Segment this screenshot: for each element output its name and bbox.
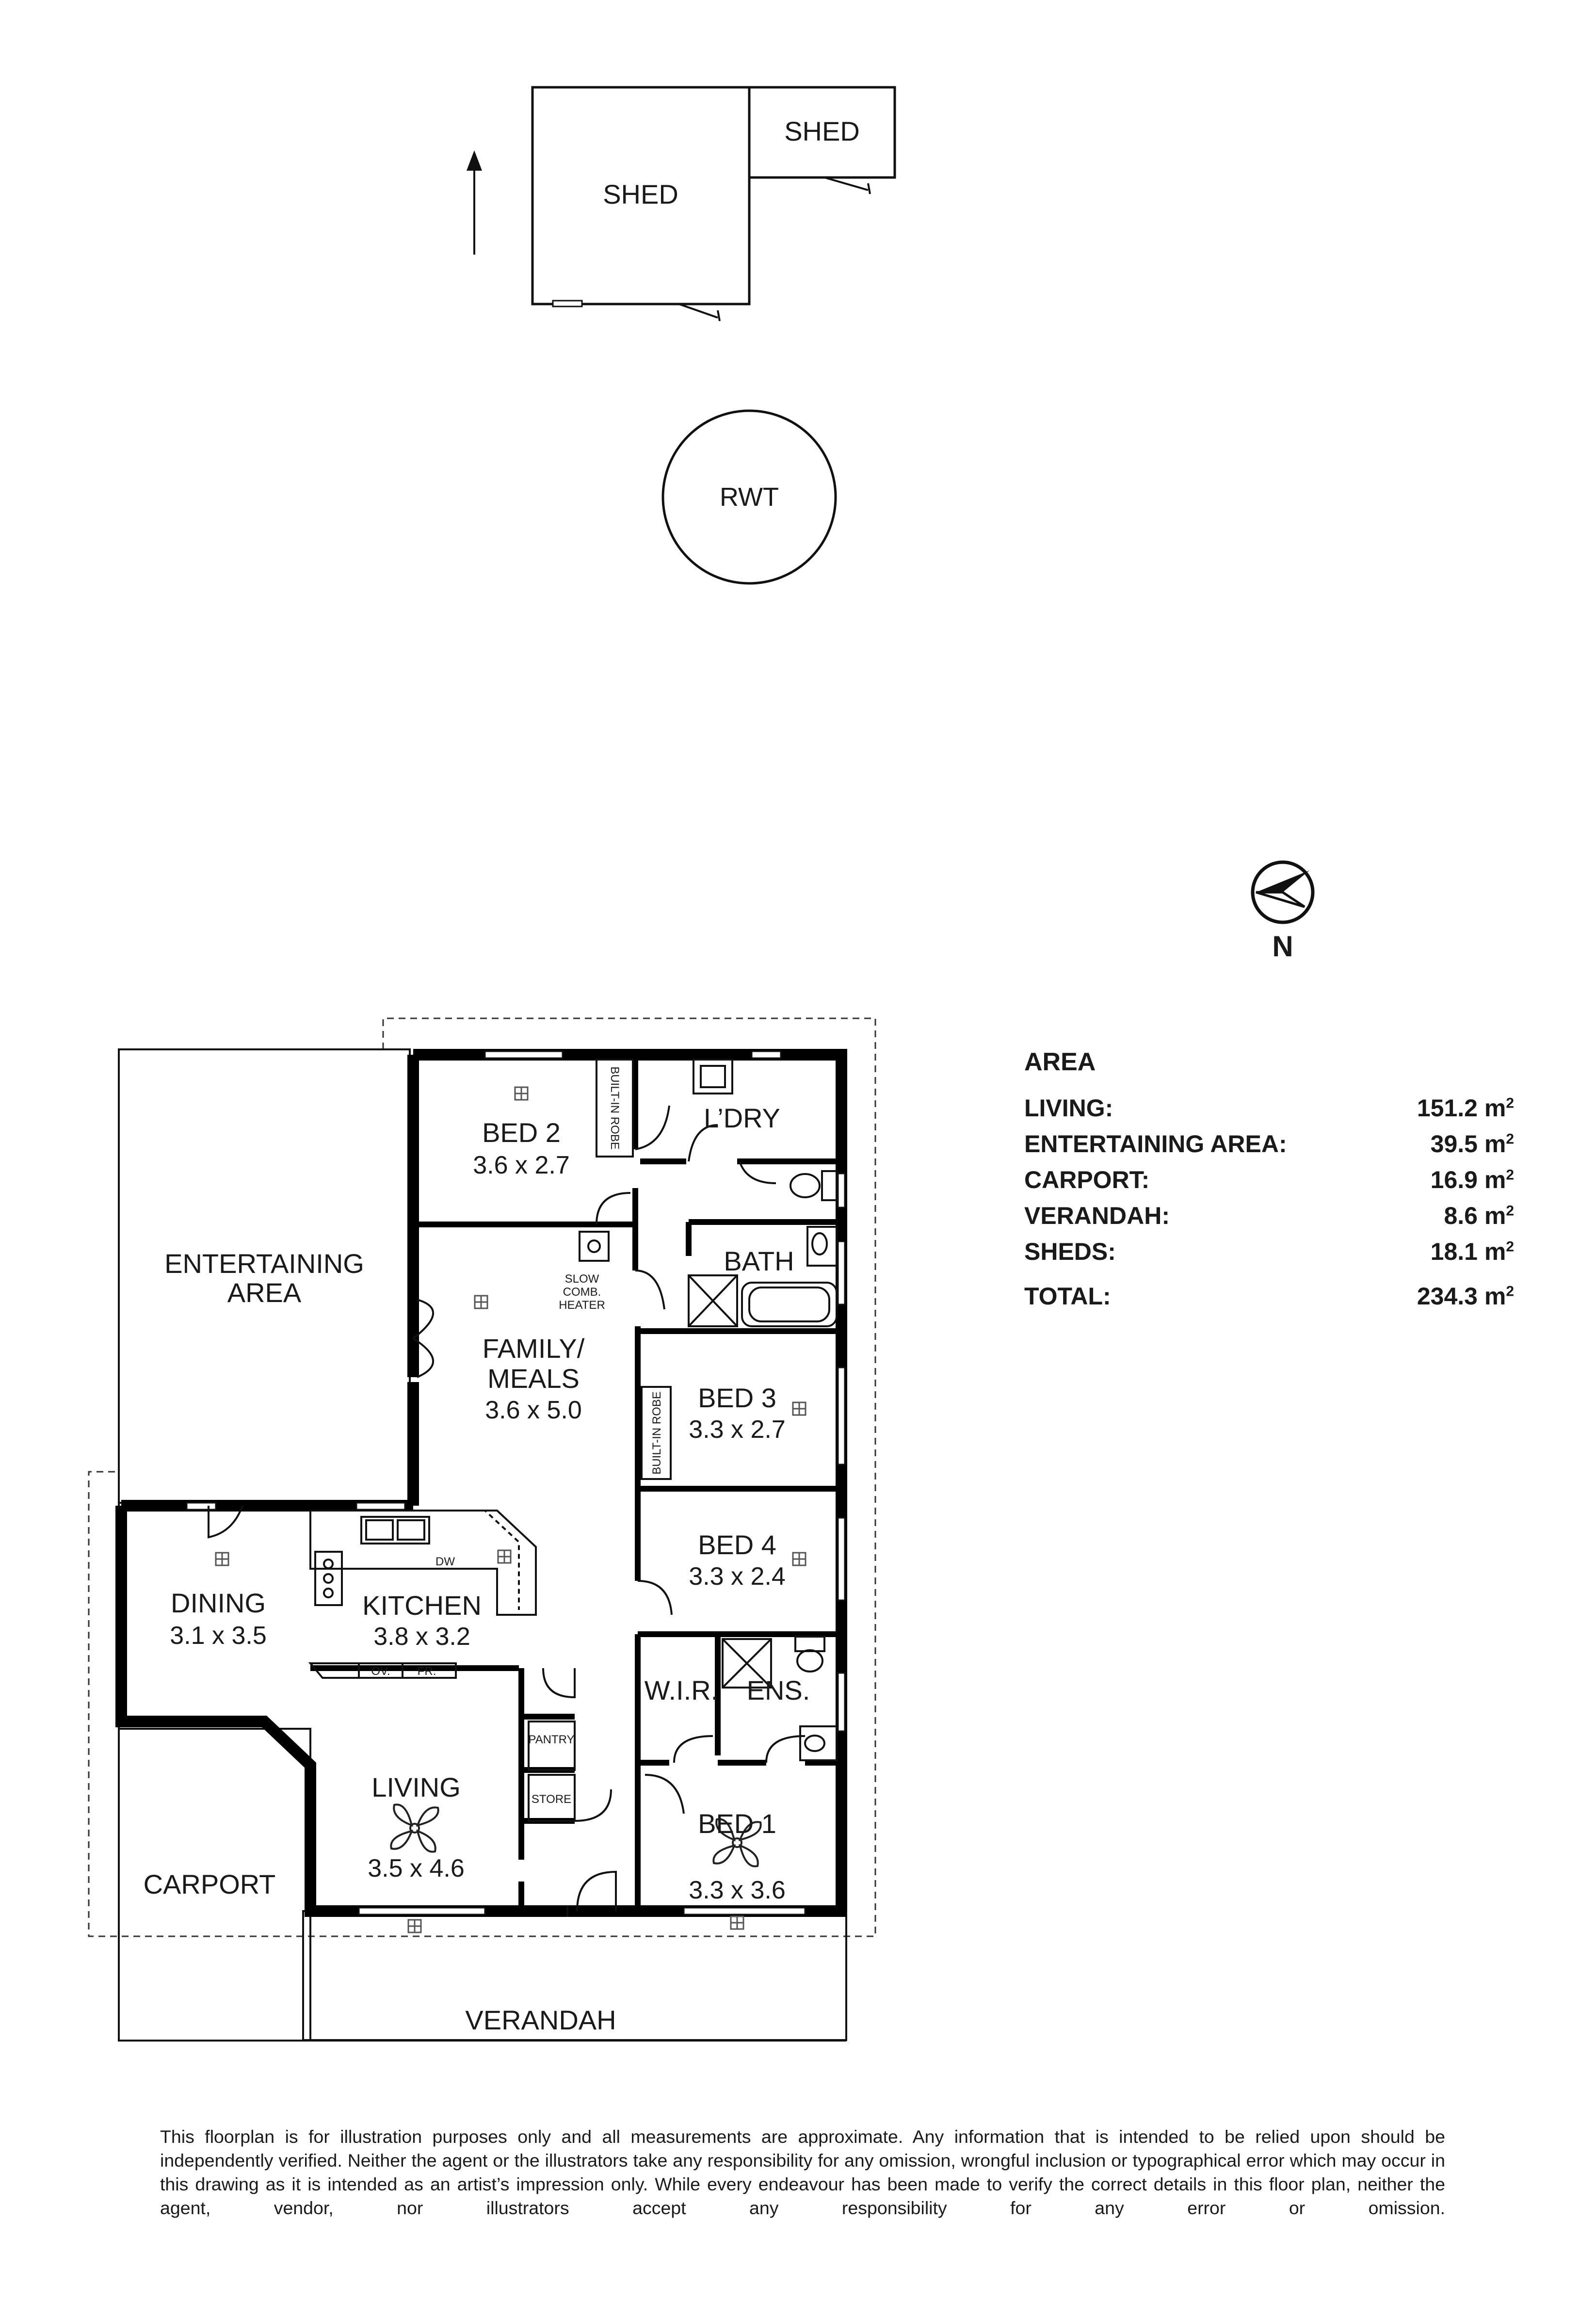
laundry-label: L’DRY: [704, 1103, 780, 1133]
family-label-2: MEALS: [487, 1363, 580, 1394]
area-row-label: CARPORT:: [1024, 1166, 1150, 1193]
dining-label: DINING: [171, 1588, 266, 1618]
shed-small-label: SHED: [784, 116, 860, 146]
light-icon: [215, 1552, 229, 1566]
shed-small-outline: [748, 86, 896, 179]
bath-label: BATH: [724, 1246, 794, 1276]
entertaining-label-2: AREA: [227, 1277, 302, 1308]
bath-shower: [688, 1274, 738, 1327]
light-icon: [792, 1552, 806, 1566]
area-summary-table: AREA LIVING: 151.2 m2 ENTERTAINING AREA:…: [1024, 1047, 1514, 1314]
entertaining-label-1: ENTERTAINING: [164, 1248, 364, 1279]
family-dims: 3.6 x 5.0: [485, 1396, 581, 1424]
robe-bed3-label: BUILT-IN ROBE: [650, 1391, 663, 1475]
light-icon: [514, 1086, 529, 1101]
walls: [115, 1049, 847, 1917]
area-total-value: 234.3 m2: [1417, 1283, 1514, 1310]
small-shed-door-stop: [867, 183, 871, 194]
heater-label-1: SLOW: [565, 1272, 599, 1286]
shed-window: [552, 300, 583, 307]
bed1-dims: 3.3 x 3.6: [689, 1876, 785, 1904]
ensuite-label: ENS.: [747, 1675, 810, 1705]
store-label: STORE: [532, 1793, 571, 1806]
bed4-label: BED 4: [698, 1529, 776, 1560]
cooktop: [314, 1551, 343, 1606]
light-icon: [497, 1549, 512, 1564]
area-row-value: 16.9 m2: [1430, 1166, 1514, 1193]
area-row-value: 39.5 m2: [1430, 1130, 1514, 1158]
light-icon: [730, 1915, 744, 1930]
windows: [186, 1050, 846, 1915]
wir-label: W.I.R.: [645, 1675, 718, 1705]
verandah-label: VERANDAH: [465, 2005, 616, 2035]
bathtub: [741, 1282, 838, 1327]
compass-icon: [1251, 860, 1315, 924]
shed-door-swing: [678, 303, 718, 319]
light-icon: [792, 1401, 806, 1416]
light-icon: [474, 1295, 488, 1309]
oven-label: OV.: [371, 1665, 390, 1678]
disclaimer-text: This floorplan is for illustration purpo…: [160, 2126, 1445, 2218]
ceiling-fan-icon: [390, 1803, 439, 1853]
room-labels: BED 2 3.6 x 2.7 L’DRY BATH ENTERTAINING …: [144, 1103, 810, 2035]
living-dims: 3.5 x 4.6: [368, 1854, 464, 1882]
area-row-value: 18.1 m2: [1430, 1238, 1514, 1265]
area-row: SHEDS: 18.1 m2: [1024, 1234, 1514, 1270]
heater-label-2: COMB.: [563, 1286, 601, 1299]
shed-door-stop: [717, 310, 721, 322]
door-swings: [208, 1105, 806, 1917]
area-row: CARPORT: 16.9 m2: [1024, 1162, 1514, 1198]
area-row-value: 8.6 m2: [1444, 1202, 1514, 1229]
bed2-dims: 3.6 x 2.7: [473, 1151, 569, 1179]
rainwater-tank-label: RWT: [720, 483, 779, 512]
area-row: VERANDAH: 8.6 m2: [1024, 1198, 1514, 1234]
heater-label-3: HEATER: [559, 1299, 605, 1312]
bed4-dims: 3.3 x 2.4: [689, 1562, 785, 1591]
carport-label: CARPORT: [144, 1869, 276, 1899]
pantry-label: PANTRY: [528, 1733, 574, 1746]
dishwasher-label: DW: [435, 1555, 455, 1568]
area-title: AREA: [1024, 1048, 1096, 1076]
fixture-labels: BUILT-IN ROBE BUILT-IN ROBE SLOW COMB. H…: [371, 1066, 663, 1806]
area-row: ENTERTAINING AREA: 39.5 m2: [1024, 1126, 1514, 1162]
bed3-label: BED 3: [698, 1383, 776, 1413]
dining-dims: 3.1 x 3.5: [170, 1622, 266, 1650]
fixtures: [308, 1059, 838, 1822]
living-label: LIVING: [371, 1772, 461, 1802]
small-shed-door-swing: [824, 177, 869, 191]
rainwater-tank-outline: [661, 409, 837, 585]
north-arrow-icon: [467, 150, 482, 255]
shed-large-label: SHED: [603, 179, 678, 209]
robe-bed2-label: BUILT-IN ROBE: [608, 1066, 621, 1150]
area-row-label: LIVING:: [1024, 1094, 1113, 1122]
area-row-label: VERANDAH:: [1024, 1202, 1170, 1229]
kitchen-dims: 3.8 x 3.2: [373, 1623, 470, 1651]
laundry-tub: [693, 1059, 733, 1094]
site-structures: SHED SHED RWT N: [467, 86, 1315, 963]
area-total-label: TOTAL:: [1024, 1283, 1111, 1310]
kitchen-sink: [360, 1516, 430, 1544]
area-row-label: SHEDS:: [1024, 1238, 1116, 1265]
slow-combustion-heater-icon: [579, 1231, 610, 1262]
family-label-1: FAMILY/: [483, 1333, 585, 1364]
kitchen-label: KITCHEN: [362, 1590, 482, 1621]
shed-large-outline: [531, 86, 751, 306]
bed2-label: BED 2: [482, 1117, 561, 1148]
dashed-boundary-upper: [88, 1017, 876, 1937]
light-icon: [407, 1919, 422, 1933]
bed1-label: BED 1: [698, 1808, 776, 1839]
area-row-value: 151.2 m2: [1417, 1094, 1514, 1122]
area-row-label: ENTERTAINING AREA:: [1024, 1130, 1287, 1158]
area-total-row: TOTAL: 234.3 m2: [1024, 1278, 1514, 1314]
robe-bed3: [641, 1386, 672, 1480]
compass-north-label: N: [1272, 930, 1293, 963]
robe-bed2: [596, 1059, 634, 1158]
area-row: LIVING: 151.2 m2: [1024, 1090, 1514, 1126]
bed3-dims: 3.3 x 2.7: [689, 1415, 785, 1444]
fridge-label: FR.: [418, 1665, 436, 1678]
